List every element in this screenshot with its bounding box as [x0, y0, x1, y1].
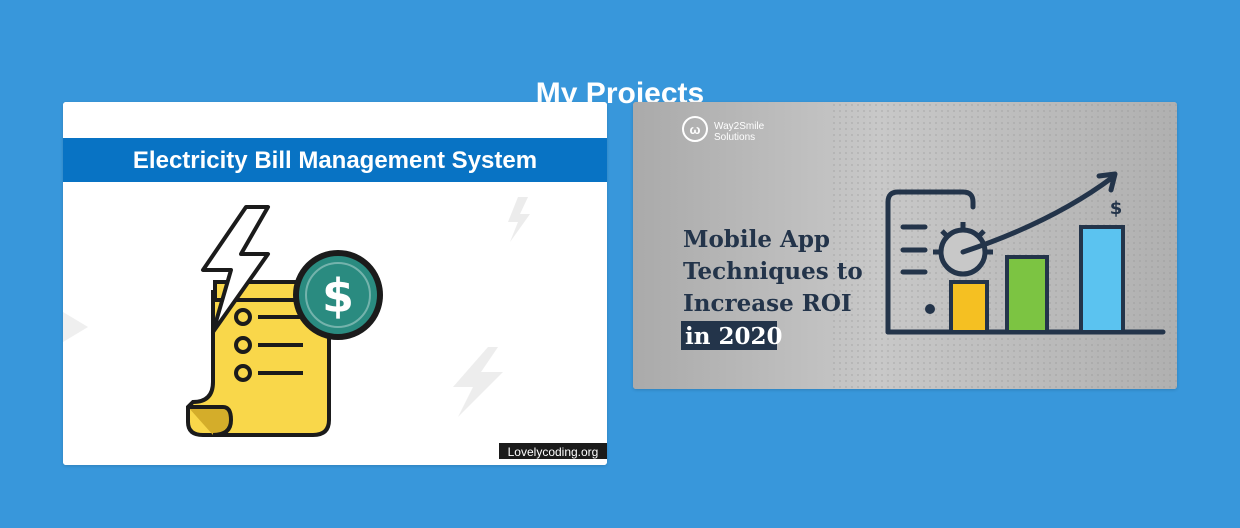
dollar-coin-icon	[293, 250, 383, 340]
project-card-mobile-app-roi[interactable]: ω Way2Smile Solutions Mobile App Techniq…	[633, 102, 1177, 389]
watermark-box	[499, 443, 607, 459]
watermark-text: Lovelycoding.org	[508, 445, 599, 459]
banner-bar	[63, 138, 607, 182]
document-outline	[885, 189, 976, 335]
thumbnail-heading-line: Mobile App	[683, 226, 830, 253]
growth-arrow-icon	[960, 174, 1116, 255]
bill-roll	[188, 405, 234, 437]
banner-title: Electricity Bill Management System	[133, 147, 537, 174]
bar-yellow	[949, 280, 989, 334]
bar-green	[1005, 255, 1049, 334]
bar-blue	[1079, 225, 1125, 334]
brand-name: Way2Smile	[714, 121, 765, 132]
brand-logo-icon	[682, 116, 708, 142]
heading-highlight	[681, 321, 777, 350]
brand-subname: Solutions	[714, 132, 755, 143]
faint-shape	[63, 312, 88, 342]
project-thumbnail-mobile-app-roi: ω Way2Smile Solutions Mobile App Techniq…	[633, 102, 1177, 389]
lightning-bolt-icon	[201, 205, 270, 334]
dollar-icon: $	[1110, 198, 1123, 219]
svg-text:$: $	[322, 269, 354, 323]
thumbnail-heading-line: in 2020	[685, 323, 782, 350]
thumbnail-heading-line: Increase ROI	[683, 290, 852, 317]
thumbnail-heading-line: Techniques to	[683, 258, 863, 285]
project-card-electricity-bill[interactable]: Electricity Bill Management System $ Lov…	[63, 102, 607, 465]
faint-bolt-icon	[453, 347, 503, 417]
faint-bolt-icon	[508, 197, 530, 242]
bill-paper-icon	[186, 290, 331, 437]
svg-text:ω: ω	[690, 122, 701, 137]
project-thumbnail-electricity-bill: Electricity Bill Management System $ Lov…	[63, 102, 607, 465]
